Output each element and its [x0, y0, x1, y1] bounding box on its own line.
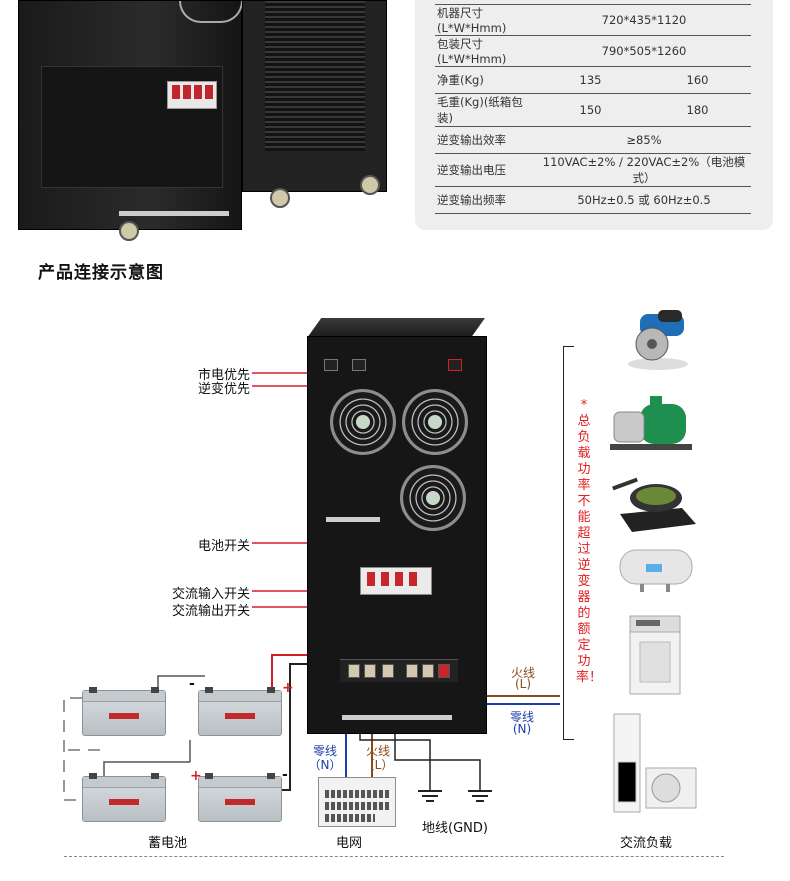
- spec-value: 790*505*1260: [537, 35, 751, 67]
- table-row: 包装尺寸(L*W*Hmm) 790*505*1260: [435, 35, 751, 67]
- spec-value: 135: [537, 66, 644, 94]
- battery-icon: [198, 773, 282, 822]
- input-label-strip: [326, 517, 380, 522]
- caption-grid: 电网: [336, 836, 363, 851]
- caption-ground: 地线(GND): [422, 821, 488, 836]
- spec-label: 逆变输出电压: [435, 153, 537, 187]
- table-row: 逆变输出电压 110VAC±2% / 220VAC±2%（电池模式）: [435, 153, 751, 187]
- label-battery-switch: 电池开关: [197, 539, 250, 554]
- air-conditioner-icon: [610, 712, 698, 814]
- divider: [64, 856, 724, 857]
- battery-icon: [82, 687, 166, 736]
- vent-grille: [265, 1, 365, 151]
- spec-label: 机器尺寸(L*W*Hmm): [435, 4, 537, 36]
- table-row: 逆变输出频率 50Hz±0.5 或 60Hz±0.5: [435, 186, 751, 214]
- wheel-icon: [270, 188, 290, 208]
- spec-value: ≥85%: [537, 126, 751, 154]
- table-row: 净重(Kg) 135 160: [435, 66, 751, 94]
- spec-label: 包装尺寸(L*W*Hmm): [435, 35, 537, 67]
- terminal-icon: [364, 664, 376, 678]
- minus-sign: -: [282, 767, 288, 783]
- battery-link-lines: [63, 697, 100, 801]
- spec-label: 毛重(Kg)(纸箱包装): [435, 93, 537, 127]
- breaker-icon: [167, 81, 217, 109]
- fan-icon: [402, 389, 468, 455]
- label-neutral-in: 零线: [312, 744, 337, 758]
- inverter-cabinet-top: [307, 318, 485, 338]
- terminal-label-strip: [119, 211, 229, 216]
- induction-cooker-icon: [612, 474, 698, 536]
- inverter-cabinet-front: [18, 0, 243, 241]
- section-title: 产品连接示意图: [38, 263, 164, 283]
- label-ac-output-switch: 交流输出开关: [171, 604, 250, 619]
- spec-value: 150: [537, 93, 644, 127]
- breaker-icon[interactable]: [360, 567, 432, 595]
- terminal-icon: [348, 664, 360, 678]
- spec-value: 180: [643, 93, 751, 127]
- spec-value: 160: [643, 66, 751, 94]
- terminal-icon: [406, 664, 418, 678]
- spec-value: 50Hz±0.5 或 60Hz±0.5: [537, 186, 751, 214]
- label-neutral-in-n: （N）: [308, 758, 342, 772]
- table-row: 逆变输出效率 ≥85%: [435, 126, 751, 154]
- label-neutral-out-n: (N): [512, 722, 532, 736]
- label-ac-input-switch: 交流输入开关: [171, 587, 250, 602]
- spec-label: 逆变输出频率: [435, 186, 537, 214]
- spec-panel: 机器尺寸(L*W*Hmm) 720*435*1120 包装尺寸(L*W*Hmm)…: [415, 0, 773, 230]
- label-mains-priority: 市电优先: [197, 368, 250, 383]
- spec-label: 逆变输出效率: [435, 126, 537, 154]
- washing-machine-icon: [626, 612, 684, 696]
- switch-icon[interactable]: [324, 359, 338, 371]
- table-row: 机器尺寸(L*W*Hmm) 720*435*1120: [435, 4, 751, 36]
- label-neutral-out: 零线: [509, 710, 534, 724]
- terminal-block: [340, 659, 458, 682]
- wheel-icon: [360, 175, 380, 195]
- product-photo: [0, 0, 410, 241]
- terminal-icon: [422, 664, 434, 678]
- fan-icon: [400, 465, 466, 531]
- minus-sign: -: [189, 676, 195, 692]
- terminal-label-strip: [342, 715, 452, 720]
- label-live-in: 火线: [365, 744, 390, 758]
- plus-sign: +: [282, 680, 294, 696]
- load-bracket: [563, 346, 574, 740]
- fan-icon: [330, 389, 396, 455]
- load-power-note: *总负载功率不能超过逆变器的额定功率！: [576, 398, 603, 685]
- label-inverter-priority: 逆变优先: [197, 382, 250, 397]
- switch-icon[interactable]: [352, 359, 366, 371]
- tile-cutter-icon: [618, 304, 698, 372]
- caption-battery: 蓄电池: [148, 836, 188, 851]
- spec-value: 720*435*1120: [537, 4, 751, 36]
- ground-icon: [418, 790, 492, 802]
- caption-ac-load: 交流负载: [620, 836, 673, 851]
- spec-label: 净重(Kg): [435, 66, 537, 94]
- battery-icon: [198, 687, 282, 736]
- water-pump-icon: [610, 392, 692, 458]
- priority-switch-icon[interactable]: [448, 359, 462, 371]
- spec-value: 110VAC±2% / 220VAC±2%（电池模式）: [537, 153, 751, 187]
- battery-icon: [82, 773, 166, 822]
- terminal-icon: [438, 664, 450, 678]
- front-panel: [41, 66, 223, 188]
- water-heater-icon: [616, 546, 696, 594]
- wheel-icon: [119, 221, 139, 241]
- label-live-out: 火线: [510, 666, 535, 680]
- label-live-out-l: (L): [514, 677, 532, 691]
- label-live-in-l: （L）: [362, 758, 394, 772]
- plus-sign: +: [190, 768, 202, 784]
- terminal-icon: [382, 664, 394, 678]
- spec-table: 机器尺寸(L*W*Hmm) 720*435*1120 包装尺寸(L*W*Hmm)…: [435, 0, 751, 214]
- inverter-cabinet: [307, 336, 487, 734]
- table-row: [435, 0, 751, 5]
- inverter-cabinet-side: [242, 0, 387, 192]
- distribution-box-icon: [318, 777, 396, 827]
- table-row: 毛重(Kg)(纸箱包装) 150 180: [435, 93, 751, 127]
